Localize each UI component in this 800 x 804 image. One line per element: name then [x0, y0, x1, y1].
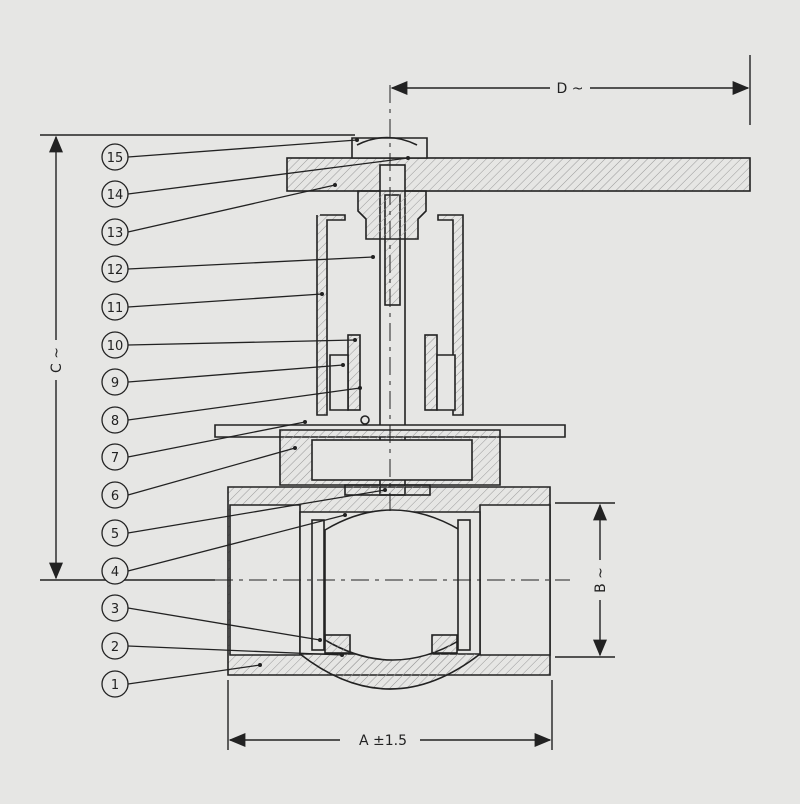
dimension-a-label: A ±1.5: [359, 733, 407, 749]
callout-number: 3: [111, 602, 119, 617]
leader-dot: [406, 156, 410, 160]
callout-number: 7: [111, 451, 119, 466]
leader-line: [127, 184, 336, 233]
callout-circle: [101, 594, 129, 622]
leader-line: [127, 645, 343, 656]
callout-circle: [101, 143, 129, 171]
callout-number: 13: [107, 226, 124, 241]
leader-line: [127, 339, 356, 346]
callout-circle: [101, 293, 129, 321]
leader-line: [127, 489, 386, 534]
callout-7: 7: [101, 420, 307, 471]
callout-circle: [101, 557, 129, 585]
callout-9: 9: [101, 363, 345, 396]
callout-8: 8: [101, 386, 362, 434]
leader-dot: [333, 183, 337, 187]
leader-dot: [383, 488, 387, 492]
callout-circle: [101, 218, 129, 246]
callout-15: 15: [101, 138, 359, 171]
callout-circle: [101, 255, 129, 283]
valve-body: [214, 136, 751, 690]
dimension-b-label: B ~: [593, 567, 609, 593]
leader-line: [127, 607, 321, 641]
callout-11: 11: [101, 292, 324, 321]
callout-number: 12: [107, 263, 124, 278]
leader-line: [127, 364, 344, 383]
callout-3: 3: [101, 594, 322, 642]
leader-line: [127, 664, 261, 685]
centerlines: [215, 85, 570, 581]
leader-dot: [318, 638, 322, 642]
leader-line: [127, 447, 296, 496]
leader-dot: [371, 255, 375, 259]
dimension-d-label: D ~: [557, 81, 584, 97]
callout-6: 6: [101, 446, 297, 509]
leader-line: [127, 139, 358, 158]
callout-circle: [101, 519, 129, 547]
callout-number: 4: [111, 565, 119, 580]
callout-5: 5: [101, 488, 387, 547]
leader-dot: [358, 386, 362, 390]
leader-line: [127, 256, 374, 270]
leader-line: [127, 387, 361, 421]
callout-circle: [101, 331, 129, 359]
dimension-lines: [40, 55, 751, 750]
leader-dot: [355, 138, 359, 142]
callout-number: 8: [111, 414, 119, 429]
callout-10: 10: [101, 331, 357, 359]
callout-number: 9: [111, 376, 119, 391]
dimension-c-label: C ~: [49, 347, 65, 373]
leader-dot: [340, 653, 344, 657]
leader-dot: [293, 446, 297, 450]
leader-dot: [343, 513, 347, 517]
leader-line: [127, 421, 306, 458]
callout-circle: [101, 481, 129, 509]
leader-dot: [258, 663, 262, 667]
leader-line: [127, 293, 323, 308]
handle: [286, 157, 751, 192]
leader-dot: [353, 338, 357, 342]
callout-circle: [101, 180, 129, 208]
callout-number: 5: [111, 527, 119, 542]
leader-dot: [303, 420, 307, 424]
callout-number: 6: [111, 489, 119, 504]
callout-number: 2: [111, 640, 119, 655]
callout-number: 11: [107, 301, 124, 316]
callout-13: 13: [101, 183, 337, 246]
leader-dot: [341, 363, 345, 367]
leader-line: [127, 157, 409, 195]
callout-circle: [101, 406, 129, 434]
callout-4: 4: [101, 513, 347, 585]
callout-number: 1: [111, 678, 119, 693]
callout-circle: [101, 443, 129, 471]
callout-2: 2: [101, 632, 344, 660]
callout-1: 1: [101, 663, 262, 698]
callout-circle: [101, 632, 129, 660]
callout-number: 14: [107, 188, 124, 203]
callout-circle: [101, 368, 129, 396]
callout-number: 10: [107, 339, 124, 354]
callout-14: 14: [101, 156, 410, 208]
callout-12: 12: [101, 255, 375, 283]
callout-number: 15: [107, 151, 124, 166]
callout-circle: [101, 670, 129, 698]
leader-line: [127, 514, 346, 572]
leader-dot: [320, 292, 324, 296]
